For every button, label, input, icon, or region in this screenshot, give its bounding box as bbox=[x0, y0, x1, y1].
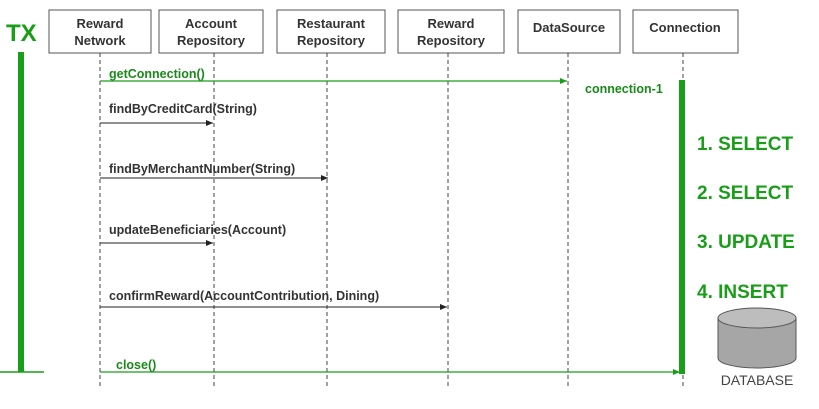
message-find-by-merchant-number: findByMerchantNumber(String) bbox=[109, 162, 295, 176]
connection-activation-bar bbox=[679, 80, 685, 374]
participant-account-repository-line1: Account bbox=[185, 16, 238, 31]
participant-account-repository: Account Repository bbox=[158, 9, 264, 54]
participant-reward-repository: Reward Repository bbox=[397, 9, 505, 54]
database-label: DATABASE bbox=[721, 372, 794, 388]
tx-label: TX bbox=[6, 20, 37, 47]
participant-reward-network-line2: Network bbox=[74, 33, 126, 48]
participant-reward-repository-line2: Repository bbox=[417, 33, 486, 48]
statement-update: 3. UPDATE bbox=[697, 232, 795, 253]
statement-select-1: 1. SELECT bbox=[697, 134, 793, 155]
participant-connection-label: Connection bbox=[649, 20, 721, 35]
participant-restaurant-repository-line1: Restaurant bbox=[297, 16, 366, 31]
message-get-connection: getConnection() bbox=[109, 67, 205, 81]
transaction-bar bbox=[18, 52, 24, 372]
participant-datasource: DataSource bbox=[517, 9, 621, 54]
participant-connection: Connection bbox=[632, 9, 739, 54]
message-confirm-reward: confirmReward(AccountContribution, Dinin… bbox=[109, 289, 379, 303]
statement-insert: 4. INSERT bbox=[697, 282, 788, 303]
participant-datasource-label: DataSource bbox=[533, 20, 605, 35]
statement-select-2: 2. SELECT bbox=[697, 183, 793, 204]
database-icon bbox=[717, 307, 797, 369]
message-update-beneficiaries: updateBeneficiaries(Account) bbox=[109, 223, 286, 237]
participant-restaurant-repository: Restaurant Repository bbox=[276, 9, 386, 54]
participant-reward-repository-line1: Reward bbox=[428, 16, 475, 31]
participant-restaurant-repository-line2: Repository bbox=[297, 33, 366, 48]
message-find-by-credit-card: findByCreditCard(String) bbox=[109, 102, 257, 116]
connection-label: connection-1 bbox=[585, 82, 663, 96]
participant-account-repository-line2: Repository bbox=[177, 33, 246, 48]
message-close: close() bbox=[116, 358, 156, 372]
participant-reward-network: Reward Network bbox=[48, 9, 152, 54]
participant-reward-network-line1: Reward bbox=[77, 16, 124, 31]
